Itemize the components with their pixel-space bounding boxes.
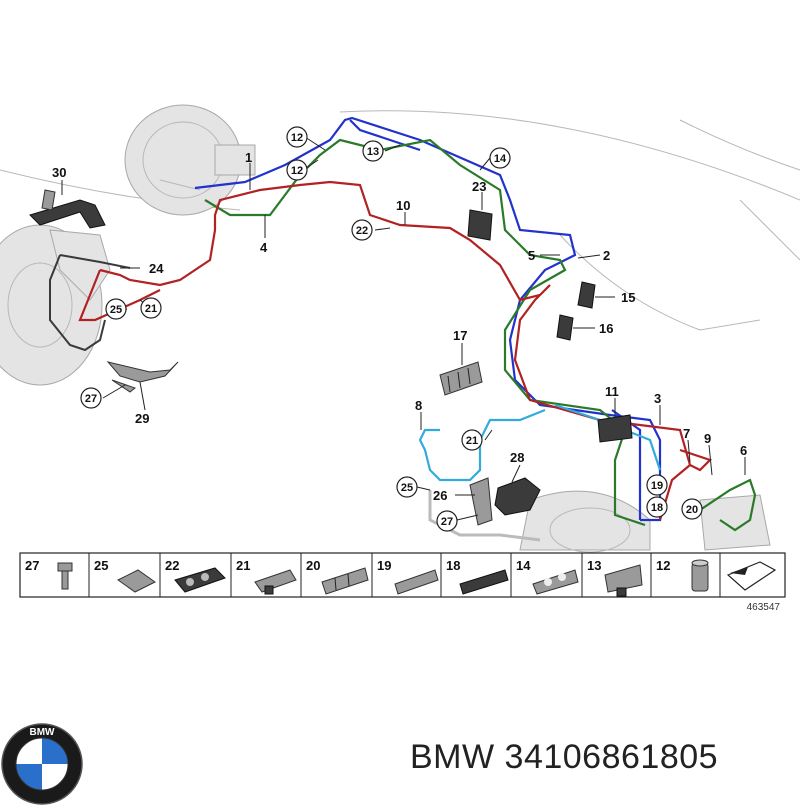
bracket-30	[29, 189, 106, 229]
callout-29: 29	[135, 411, 149, 426]
strip-part-clip-21	[254, 569, 297, 595]
leader-lines	[61, 136, 746, 521]
callout-5: 5	[528, 248, 535, 263]
strip-label-21: 21	[236, 558, 250, 573]
strip-label-20: 20	[306, 558, 320, 573]
callout-30: 30	[52, 165, 66, 180]
circled-callout-20: 20	[686, 504, 698, 516]
strip-label-12: 12	[656, 558, 670, 573]
strip-label-25: 25	[94, 558, 108, 573]
brand-part-number: BMW 34106861805	[410, 738, 718, 777]
callout-7: 7	[683, 426, 690, 441]
strip-label-27: 27	[25, 558, 39, 573]
circled-callout-21b: 21	[466, 435, 478, 447]
pad-15	[577, 281, 596, 309]
strip-part-clip-14	[532, 569, 579, 595]
bracket-26	[469, 477, 493, 526]
bmw-roundel-icon: BMW	[1, 723, 83, 805]
strip-part-clip-20	[321, 567, 369, 595]
callout-11: 11	[605, 384, 619, 399]
callout-10: 10	[396, 198, 410, 213]
callout-8: 8	[415, 398, 422, 413]
pad-23	[467, 209, 493, 241]
bracket-29	[106, 361, 179, 393]
circled-callout-14: 14	[494, 153, 507, 165]
brand-name: BMW	[410, 738, 495, 776]
circled-callout-12a: 12	[291, 132, 303, 144]
strip-part-bolt	[57, 562, 73, 590]
strip-label-18: 18	[446, 558, 460, 573]
circled-callout-19: 19	[651, 480, 663, 492]
callout-23: 23	[472, 179, 486, 194]
circled-callout-27b: 27	[441, 516, 453, 528]
callout-1: 1	[245, 150, 252, 165]
callout-16: 16	[599, 321, 613, 336]
brake-booster	[124, 104, 256, 216]
callout-4: 4	[260, 240, 268, 255]
callout-17: 17	[453, 328, 467, 343]
circled-callout-13: 13	[367, 146, 379, 158]
front-brake-disc	[0, 224, 111, 386]
strip-part-arrow	[726, 561, 777, 591]
strip-part-clip-25	[117, 569, 156, 593]
strip-label-19: 19	[377, 558, 391, 573]
circled-callout-22: 22	[356, 225, 368, 237]
strip-part-clip-22	[174, 567, 226, 593]
logo-letters: BMW	[30, 727, 56, 738]
line-holder-11	[597, 414, 633, 443]
circled-callouts: 12 12 13 14 19 18 20 21 21 22 25 25 26 2…	[80, 126, 703, 532]
rear-brake-disc	[519, 490, 651, 553]
strip-label-22: 22	[165, 558, 179, 573]
callout-24: 24	[149, 261, 164, 276]
sensor-cable	[49, 254, 106, 352]
strip-part-clip-19	[394, 569, 439, 595]
line-holder-17	[439, 361, 483, 396]
callout-2: 2	[603, 248, 610, 263]
circled-callout-25b: 25	[401, 482, 413, 494]
brake-line-green	[204, 138, 646, 527]
brake-line-cyan	[418, 408, 546, 482]
bracket-28	[494, 477, 541, 516]
strip-part-clip-13	[604, 564, 643, 597]
callout-3: 3	[654, 391, 661, 406]
pad-16	[556, 314, 574, 341]
circled-callout-21a: 21	[145, 303, 157, 315]
strip-part-clip-18	[459, 569, 509, 595]
strip-label-13: 13	[587, 558, 601, 573]
callout-6: 6	[740, 443, 747, 458]
circled-callout-18: 18	[651, 502, 663, 514]
callout-15: 15	[621, 290, 635, 305]
circled-callout-25a: 25	[110, 304, 122, 316]
part-number: 34106861805	[504, 738, 719, 776]
callout-26: 26	[433, 488, 447, 503]
reference-number: 463547	[747, 602, 781, 613]
circled-callout-12b: 12	[291, 165, 303, 177]
strip-part-sleeve-12	[691, 559, 709, 592]
parts-strip: 27 25 22 21 20 19 18 14 13 12	[19, 552, 786, 613]
callout-9: 9	[704, 431, 711, 446]
strip-label-14: 14	[516, 558, 531, 573]
rubber-pads	[467, 209, 596, 341]
circled-callout-27a: 27	[85, 393, 97, 405]
callout-labels: 1 2 3 4 5 6 7 8 9 10 11 15 16 17 23 24 2…	[52, 150, 747, 465]
callout-28: 28	[510, 450, 524, 465]
rear-sensor-cable	[428, 490, 541, 542]
